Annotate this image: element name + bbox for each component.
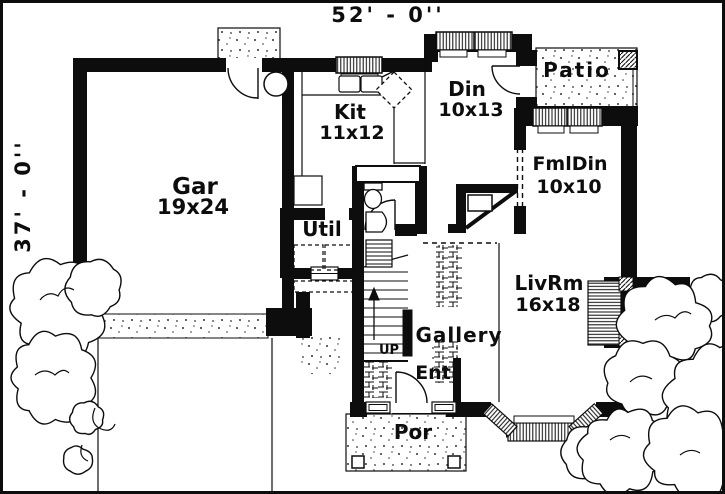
room-size-kitchen: 11x12 xyxy=(319,122,384,144)
floor-hatch xyxy=(364,245,462,398)
bay-left-window xyxy=(482,402,518,438)
room-label-garage: Gar xyxy=(172,174,218,200)
patio-post xyxy=(618,50,638,70)
garage-door-apron xyxy=(97,313,269,339)
fireplace-jamb xyxy=(618,276,634,292)
utility-fixtures xyxy=(293,148,524,293)
dimension-width-label: 52' - 0'' xyxy=(331,3,444,27)
room-label-formal-dining: FmlDin xyxy=(532,153,607,175)
bush xyxy=(642,405,725,494)
formal-dining-window-sill xyxy=(569,125,599,134)
bush xyxy=(62,445,94,475)
room-size-garage: 19x24 xyxy=(157,195,229,219)
kitchen-window xyxy=(335,56,383,74)
room-label-porch: Por xyxy=(394,420,432,444)
exterior-surfaces xyxy=(97,27,638,472)
rear-stoop xyxy=(217,27,281,60)
tile-hatch-entry xyxy=(364,362,392,398)
bath-sink xyxy=(365,211,388,233)
kitchen-sink xyxy=(338,75,361,93)
entry-sidelite xyxy=(431,401,457,414)
washer xyxy=(293,244,324,271)
porch-slab xyxy=(345,413,467,472)
water-heater xyxy=(263,71,289,97)
room-label-patio: Patio xyxy=(543,58,611,82)
bay-window-sill xyxy=(513,415,575,424)
toilet-bowl xyxy=(363,188,383,210)
entry-sidelite xyxy=(365,401,391,414)
bush xyxy=(68,400,105,436)
dining-window-sill xyxy=(477,49,507,58)
dining-window-sill xyxy=(439,49,468,58)
labels: 52' - 0'' 37' - 0'' Gar 19x24 Kit 11x12 … xyxy=(11,3,611,444)
room-label-kitchen: Kit xyxy=(334,100,366,124)
room-label-utility: Util xyxy=(302,217,342,241)
bush-texture xyxy=(34,287,701,462)
room-size-dining: 10x13 xyxy=(438,99,503,121)
room-label-living-room: LivRm xyxy=(515,271,584,295)
tile-hatch-gallery xyxy=(436,245,462,307)
bush xyxy=(64,258,122,317)
corner-pantry xyxy=(375,71,413,109)
room-label-entry: Ent xyxy=(415,362,451,384)
niche-wall xyxy=(456,184,518,193)
landscaping xyxy=(9,257,725,494)
stairs-up-label: UP xyxy=(379,343,399,358)
room-size-formal-dining: 10x10 xyxy=(536,176,601,198)
room-label-dining: Din xyxy=(448,77,486,101)
porch-post xyxy=(351,455,365,469)
staircase xyxy=(363,239,500,402)
formal-dining-window-sill xyxy=(537,125,565,134)
niche-cabinet xyxy=(467,194,493,212)
garage-service-door xyxy=(227,67,259,99)
porch-post xyxy=(447,455,461,469)
garage-door-opening xyxy=(226,58,262,72)
side-walk xyxy=(300,334,342,374)
dining-patio-door xyxy=(491,65,521,95)
dimension-depth-label: 37' - 0'' xyxy=(11,139,35,252)
refrigerator xyxy=(293,175,323,206)
windows xyxy=(310,31,638,442)
bush xyxy=(576,408,663,494)
stair-rail xyxy=(402,309,413,357)
tile-hatch-gallery xyxy=(432,341,458,383)
bath-vanity-wall xyxy=(355,165,421,183)
room-label-gallery: Gallery xyxy=(415,323,502,347)
bath-fixtures xyxy=(363,182,388,233)
room-size-living-room: 16x18 xyxy=(515,294,580,316)
dryer xyxy=(324,244,355,271)
utility-shelf xyxy=(293,280,355,293)
hearth xyxy=(587,280,622,346)
stair-treads xyxy=(364,271,408,354)
front-door xyxy=(395,371,428,404)
kitchen-fixtures xyxy=(263,52,426,206)
